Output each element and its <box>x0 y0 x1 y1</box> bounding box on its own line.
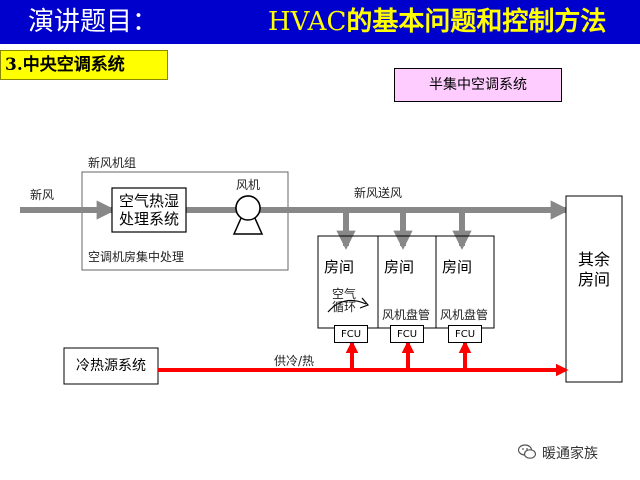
air-circulation-line1: 空气 <box>331 287 356 301</box>
air-treatment-label: 空气热湿 处理系统 <box>112 192 186 228</box>
room-name-1: 房间 <box>324 258 355 276</box>
supply-water-label: 供冷/热 <box>274 354 315 368</box>
source-system-label: 冷热源系统 <box>76 358 146 374</box>
other-rooms-box <box>565 195 623 383</box>
machine-room-label: 空调机房集中处理 <box>88 250 185 264</box>
watermark: 暖通家族 <box>518 442 634 464</box>
section-label: 3.中央空调系统 <box>0 50 168 80</box>
air-treatment-line2: 处理系统 <box>118 210 179 228</box>
fan-coil-label-2: 风机盘管 <box>382 308 431 322</box>
room-name-2: 房间 <box>384 258 415 276</box>
system-type-label: 半集中空调系统 <box>394 68 562 102</box>
fresh-air-unit-frame <box>81 171 289 271</box>
supply-air-label: 新风送风 <box>354 186 403 200</box>
air-treatment-box <box>111 187 187 233</box>
fcu-unit-3: FCU <box>448 325 482 343</box>
slide-topic-latin: HVAC <box>268 7 347 37</box>
air-circulation-line2: 循环 <box>331 300 356 314</box>
slide-title-prefix: 演讲题目： <box>28 7 159 37</box>
source-system-box <box>63 347 159 385</box>
other-rooms-line1: 其余 <box>577 250 610 269</box>
air-treatment-line1: 空气热湿 <box>118 192 179 210</box>
fcu-unit-2: FCU <box>390 325 424 343</box>
fresh-air-unit-label: 新风机组 <box>88 156 137 170</box>
other-rooms-label: 其余 房间 <box>566 250 622 290</box>
other-rooms-line2: 房间 <box>577 270 610 289</box>
air-circulation-label: 空气 循环 <box>330 288 358 314</box>
watermark-text: 暖通家族 <box>542 446 598 462</box>
title-bar: 演讲题目： HVAC的基本问题和控制方法 <box>0 0 640 44</box>
slide-topic: HVAC的基本问题和控制方法 <box>268 4 606 40</box>
fresh-air-inlet-label: 新风 <box>30 188 55 202</box>
room-name-3: 房间 <box>442 258 473 276</box>
fcu-unit-1: FCU <box>334 325 368 343</box>
slide-topic-rest: 的基本问题和控制方法 <box>346 7 607 37</box>
fan-icon <box>232 195 264 235</box>
circulation-arrow-icon <box>327 299 367 313</box>
fan-label: 风机 <box>236 178 261 192</box>
room-box-1 <box>317 235 379 329</box>
fan-coil-label-3: 风机盘管 <box>440 308 489 322</box>
wechat-icon <box>518 444 536 459</box>
